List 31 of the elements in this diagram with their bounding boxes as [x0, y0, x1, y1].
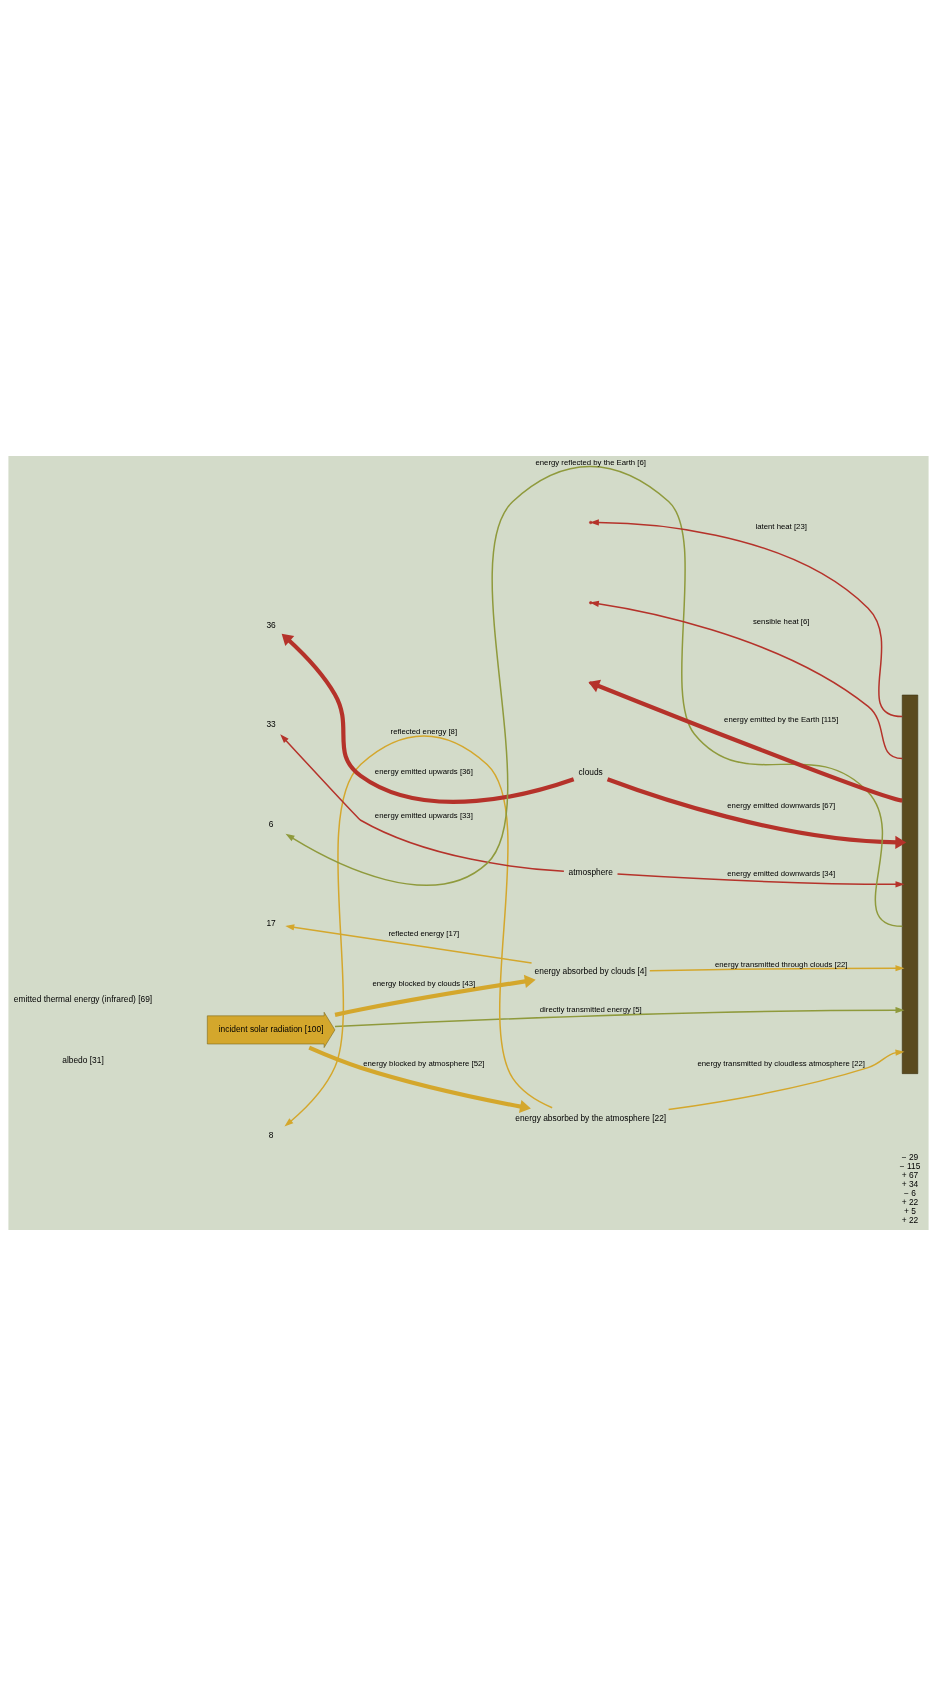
- node-label: − 6: [904, 1187, 916, 1198]
- arrow: [285, 924, 533, 964]
- arrow: [667, 1049, 905, 1111]
- arrow: [281, 633, 575, 804]
- label: emitted thermal energy (infrared) [69]: [13, 994, 153, 1005]
- node-label: + 67: [901, 1170, 919, 1180]
- node-text: clouds: [578, 767, 603, 778]
- node-label: − 115: [899, 1161, 921, 1172]
- node-text: energy absorbed by clouds [4]: [534, 966, 647, 977]
- node-text: 8: [268, 1130, 274, 1141]
- node-text: 6: [268, 818, 274, 829]
- arrow: [280, 734, 565, 873]
- node-label: − 29: [901, 1152, 919, 1163]
- arrow: [334, 1007, 905, 1028]
- arrow: [334, 974, 536, 1017]
- arrow: [285, 465, 903, 927]
- node-text: 36: [266, 619, 276, 630]
- arrow: [284, 735, 553, 1127]
- arrow: [606, 777, 907, 850]
- arrow: [649, 965, 905, 972]
- label: albedo [31]: [62, 1054, 104, 1065]
- node-label: + 34: [901, 1178, 919, 1189]
- arrow: [308, 1045, 531, 1114]
- node-text: 33: [266, 719, 276, 730]
- arrow: [616, 873, 905, 888]
- node-text: 17: [266, 918, 276, 929]
- node-label: + 5: [904, 1205, 916, 1216]
- node-label: + 22: [901, 1214, 919, 1225]
- node-label: + 22: [901, 1196, 919, 1207]
- node-text: energy absorbed by the atmosphere [22]: [515, 1112, 667, 1123]
- node-text: atmosphere: [568, 866, 613, 877]
